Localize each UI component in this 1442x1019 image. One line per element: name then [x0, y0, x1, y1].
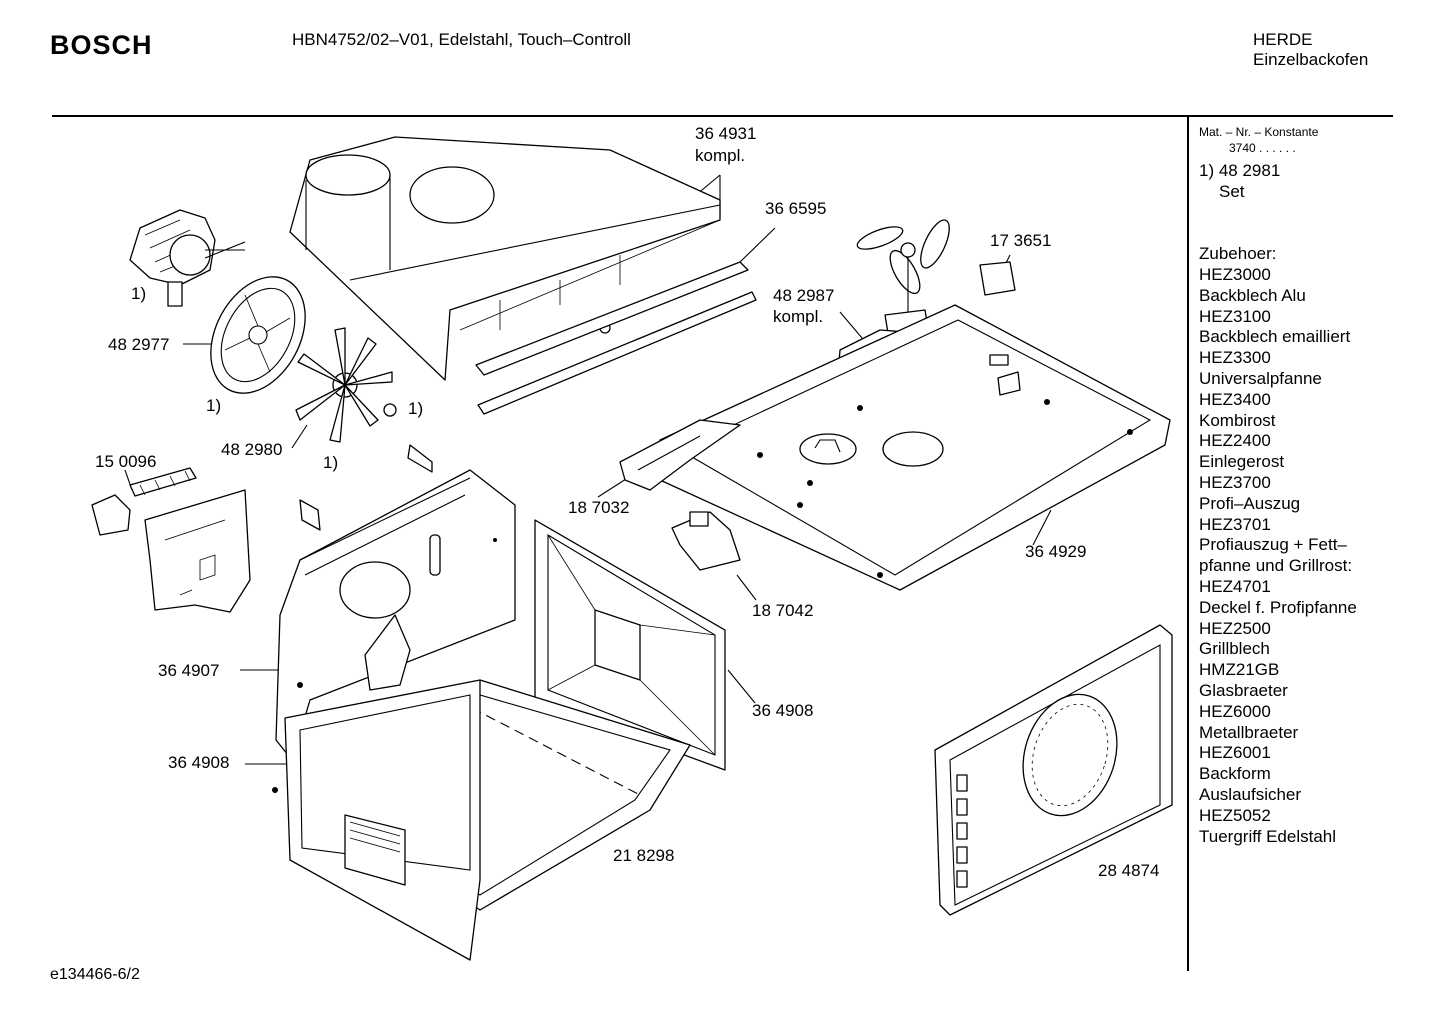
- accessory-line: HEZ3300: [1199, 348, 1271, 368]
- accessory-line: Profi–Auszug: [1199, 493, 1301, 513]
- part-label-284874: 28 4874: [1098, 861, 1160, 880]
- oven-door-panel: [934, 624, 1173, 916]
- set-label: Set: [1219, 182, 1245, 201]
- brand-logo: BOSCH: [50, 30, 153, 60]
- drawing-id: e134466-6/2: [50, 966, 140, 983]
- door-switch: [671, 511, 741, 571]
- category-line-2: Einzelbackofen: [1253, 50, 1369, 69]
- accessory-line: pfanne und Grillrost:: [1199, 556, 1353, 576]
- part-label-173651: 17 3651: [990, 231, 1052, 250]
- door-switch-bracket: [619, 419, 741, 491]
- part-label-482977: 48 2977: [108, 335, 170, 354]
- part-label-150096: 15 0096: [95, 452, 157, 471]
- seal-strips: [475, 261, 757, 415]
- part-label-364931: 36 4931: [695, 124, 757, 143]
- part-label-187032: 18 7032: [568, 498, 630, 517]
- accessory-line: Tuergriff Edelstahl: [1199, 826, 1337, 846]
- set-mark: 1): [131, 284, 147, 303]
- accessory-line: Grillblech: [1199, 639, 1270, 659]
- set-number: 1) 48 2981: [1199, 161, 1281, 180]
- model-line: HBN4752/02–V01, Edelstahl, Touch–Control…: [292, 30, 631, 49]
- mat-number-value: 3740 . . . . . .: [1229, 141, 1296, 155]
- accessory-line: HEZ2500: [1199, 618, 1271, 638]
- accessory-line: HEZ3701: [1199, 514, 1271, 534]
- oven-side-wall-left: [272, 679, 481, 961]
- oven-top-panel: [659, 304, 1171, 591]
- accessory-line: HMZ21GB: [1199, 660, 1280, 680]
- accessory-line: Backform: [1199, 764, 1271, 784]
- accessory-line: Kombirost: [1199, 410, 1276, 430]
- part-label-364908-left: 36 4908: [168, 753, 230, 772]
- accessory-line: Backblech Alu: [1199, 285, 1306, 305]
- set-mark: 1): [206, 396, 222, 415]
- accessory-line: HEZ3700: [1199, 472, 1271, 492]
- mat-number-label: Mat. – Nr. – Konstante: [1199, 125, 1319, 139]
- accessory-line: Profiauszug + Fett–: [1199, 535, 1347, 555]
- category-line-1: HERDE: [1253, 30, 1313, 49]
- accessory-line: HEZ6001: [1199, 743, 1271, 763]
- leader-lines: [124, 174, 1052, 765]
- part-label-482980: 48 2980: [221, 440, 283, 459]
- oven-side-wall-right: [534, 519, 726, 771]
- fan-cover-plate: [210, 276, 306, 394]
- accessory-line: Universalpfanne: [1199, 368, 1322, 388]
- set-mark: 1): [408, 399, 424, 418]
- sidebar-divider: [1187, 117, 1189, 971]
- part-label-366595: 36 6595: [765, 199, 827, 218]
- accessories-title: Zubehoer:: [1199, 244, 1277, 263]
- set-mark: 1): [323, 453, 339, 472]
- part-label-364929: 36 4929: [1025, 542, 1087, 561]
- part-label-482987: 48 2987: [773, 286, 835, 305]
- accessory-line: Einlegerost: [1199, 452, 1285, 472]
- accessory-line: Deckel f. Profipfanne: [1199, 597, 1357, 617]
- top-hood-assembly: [289, 136, 721, 381]
- convection-fan-motor: [129, 209, 246, 307]
- header-divider: [52, 115, 1393, 117]
- accessory-line: HEZ5052: [1199, 805, 1271, 825]
- accessory-line: Metallbraeter: [1199, 722, 1299, 742]
- part-label-364908-right: 36 4908: [752, 701, 814, 720]
- accessory-line: HEZ6000: [1199, 701, 1271, 721]
- accessory-line: Backblech emailliert: [1199, 327, 1351, 347]
- part-label-218298: 21 8298: [613, 846, 675, 865]
- accessory-line: HEZ3000: [1199, 265, 1271, 284]
- part-label-482987-note: kompl.: [773, 307, 824, 326]
- accessory-line: HEZ3100: [1199, 306, 1271, 326]
- accessory-line: HEZ2400: [1199, 431, 1271, 451]
- accessories-list: HEZ3000 Backblech Alu HEZ3100 Backblech …: [1199, 265, 1357, 847]
- accessory-line: HEZ3400: [1199, 389, 1271, 409]
- oven-back-wall: [275, 444, 516, 761]
- part-label-364907: 36 4907: [158, 661, 220, 680]
- accessory-line: HEZ4701: [1199, 576, 1271, 596]
- part-label-364931-note: kompl.: [695, 146, 746, 165]
- accessory-line: Auslaufsicher: [1199, 784, 1302, 804]
- part-label-187042: 18 7042: [752, 601, 814, 620]
- contact-block: [91, 467, 251, 613]
- fan-wheel: [295, 327, 397, 443]
- accessory-line: Glasbraeter: [1199, 680, 1288, 700]
